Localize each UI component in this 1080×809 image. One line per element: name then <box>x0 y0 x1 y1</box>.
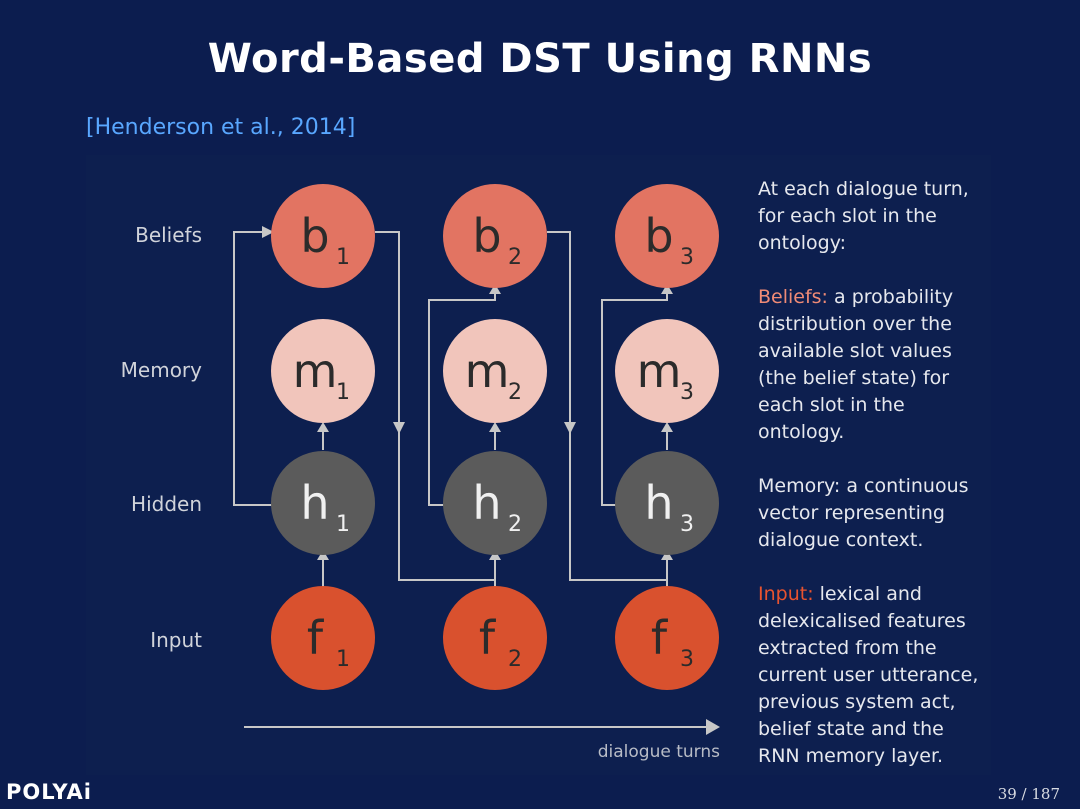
hidden-node-subscript: 3 <box>680 512 694 537</box>
input-term: Input: <box>758 583 814 605</box>
row-label-beliefs: Beliefs <box>135 223 202 247</box>
explanation-panel: At each dialogue turn, for each slot in … <box>758 176 988 797</box>
dialogue-turns-arrowhead <box>706 719 720 735</box>
memory-node-2: m2 <box>443 319 547 423</box>
beliefs-description: a probability distribution over the avai… <box>758 286 954 443</box>
memory-node-circle <box>443 319 547 423</box>
memory-node-3: m3 <box>615 319 719 423</box>
input-node-circle <box>443 586 547 690</box>
beliefs-node-symbol: b <box>300 209 329 263</box>
input-description: lexical and delexicalised features extra… <box>758 583 979 767</box>
hidden-to-belief-connections <box>233 226 673 506</box>
memory-node-subscript: 2 <box>508 380 522 405</box>
belief-to-next-turn-connections <box>375 231 667 581</box>
polyai-logo: POLYAi <box>6 780 93 804</box>
citation-link[interactable]: [Henderson et al., 2014] <box>86 115 356 140</box>
memory-node-symbol: m <box>293 344 338 398</box>
memory-node-1: m1 <box>271 319 375 423</box>
hidden-node-circle <box>443 451 547 555</box>
beliefs-node-subscript: 2 <box>508 245 522 270</box>
input-node-subscript: 1 <box>336 647 350 672</box>
memory-term: Memory: <box>758 475 841 497</box>
memory-node-symbol: m <box>637 344 682 398</box>
input-node-circle <box>271 586 375 690</box>
beliefs-node-circle <box>443 184 547 288</box>
hidden-node-subscript: 2 <box>508 512 522 537</box>
beliefs-node-circle <box>271 184 375 288</box>
hidden-node-symbol: h <box>472 476 501 530</box>
hidden-node-circle <box>271 451 375 555</box>
beliefs-node-subscript: 3 <box>680 245 694 270</box>
row-label-hidden: Hidden <box>131 492 202 516</box>
memory-node-subscript: 3 <box>680 380 694 405</box>
hidden-node-symbol: h <box>644 476 673 530</box>
slide-title: Word-Based DST Using RNNs <box>207 36 873 82</box>
memory-node-subscript: 1 <box>336 380 350 405</box>
input-node-symbol: f <box>651 611 669 665</box>
explanation-beliefs: Beliefs: a probability distribution over… <box>758 284 988 446</box>
beliefs-term: Beliefs: <box>758 286 828 308</box>
input-node-symbol: f <box>479 611 497 665</box>
input-node-subscript: 2 <box>508 647 522 672</box>
beliefs-node-circle <box>615 184 719 288</box>
hidden-node-symbol: h <box>300 476 329 530</box>
input-node-subscript: 3 <box>680 647 694 672</box>
hidden-node-subscript: 1 <box>336 512 350 537</box>
input-node-circle <box>615 586 719 690</box>
input-node-symbol: f <box>307 611 325 665</box>
row-label-input: Input <box>150 628 202 652</box>
memory-node-circle <box>615 319 719 423</box>
memory-description: a continuous vector representing dialogu… <box>758 475 969 551</box>
explanation-intro: At each dialogue turn, for each slot in … <box>758 178 969 254</box>
hidden-node-circle <box>615 451 719 555</box>
memory-node-symbol: m <box>465 344 510 398</box>
memory-node-circle <box>271 319 375 423</box>
explanation-memory: Memory: a continuous vector representing… <box>758 473 988 554</box>
beliefs-node-subscript: 1 <box>336 245 350 270</box>
beliefs-node-symbol: b <box>644 209 673 263</box>
row-label-memory: Memory <box>121 358 203 382</box>
beliefs-node-symbol: b <box>472 209 501 263</box>
page-number: 39 / 187 <box>997 785 1060 803</box>
dialogue-turns-label: dialogue turns <box>598 742 720 762</box>
explanation-input: Input: lexical and delexicalised feature… <box>758 581 988 770</box>
